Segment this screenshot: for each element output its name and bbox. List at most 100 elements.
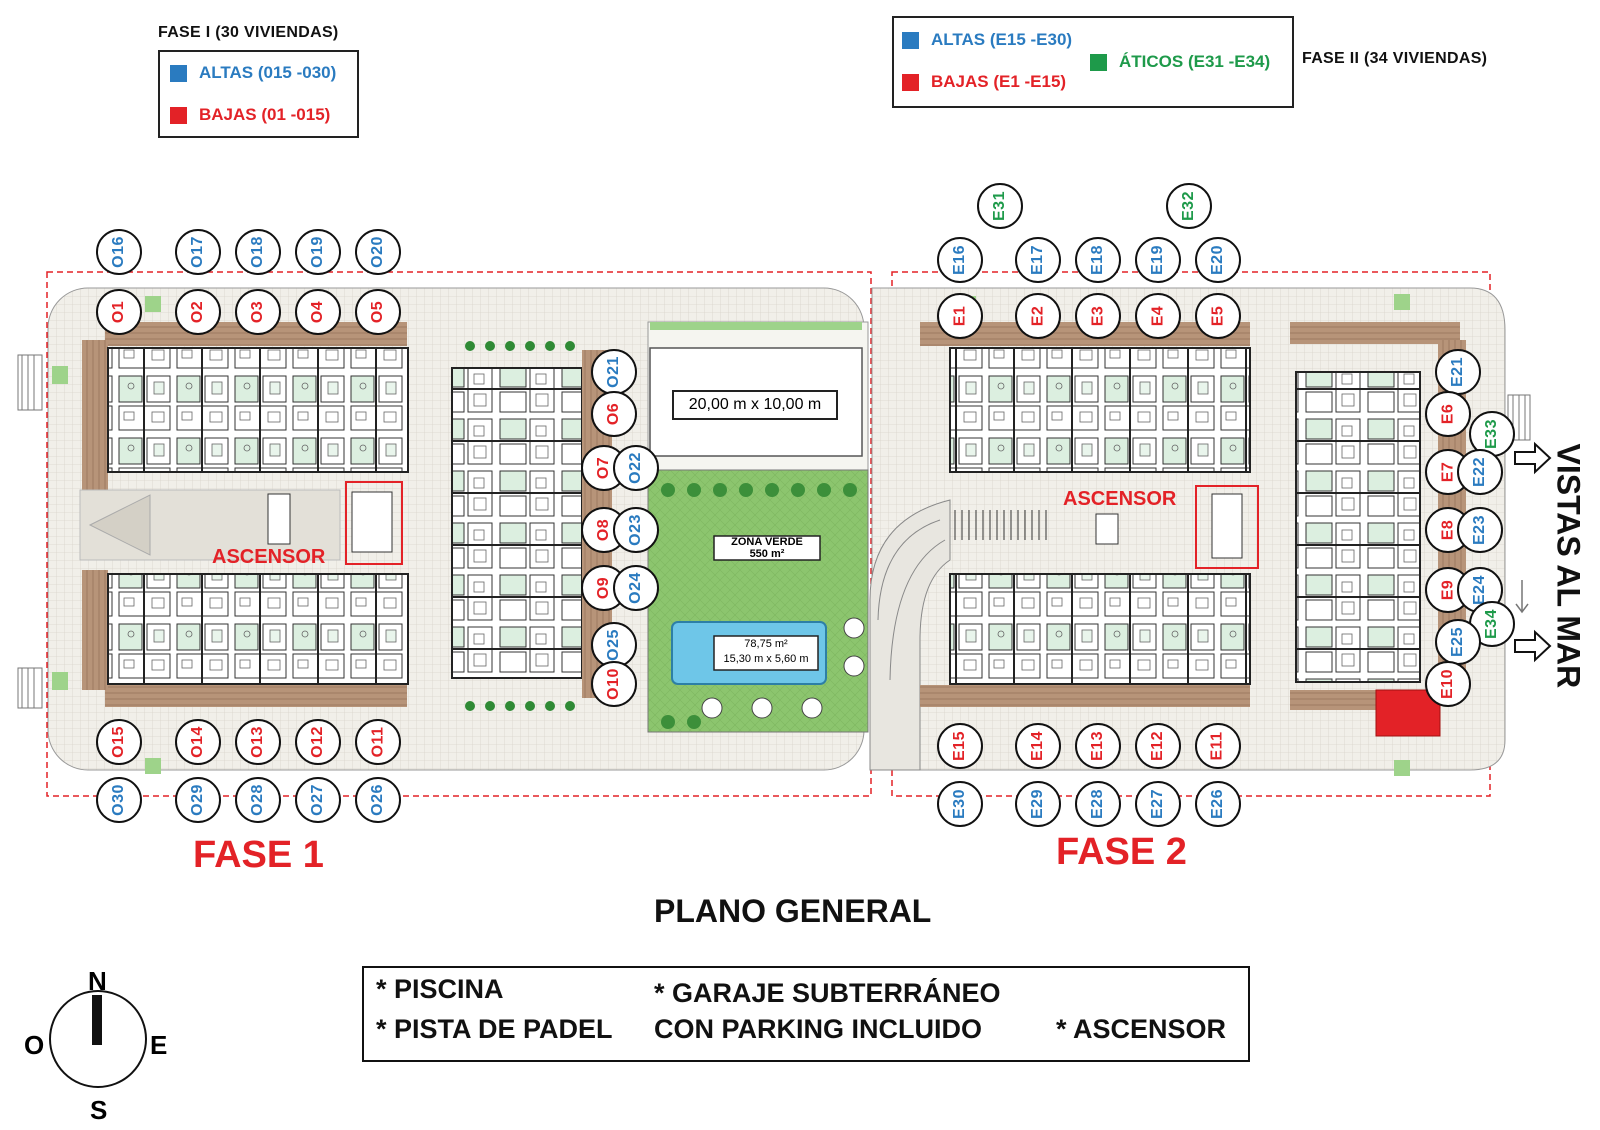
unit-marker: E15 (937, 723, 983, 769)
zona-verde-label: ZONA VERDE 550 m² (714, 536, 820, 560)
amenity-piscina: * PISCINA (376, 974, 504, 1004)
bajas-swatch (170, 106, 187, 124)
unit-label: O8 (595, 518, 612, 542)
unit-label: O6 (605, 402, 622, 426)
unit-marker: E23 (1457, 507, 1503, 553)
unit-marker: E1 (937, 293, 983, 339)
zona-verde-area: 550 m² (749, 548, 785, 560)
unit-label: O27 (309, 784, 326, 816)
unit-marker: E28 (1075, 781, 1121, 827)
unit-marker: O1 (96, 289, 142, 335)
unit-label: O18 (249, 236, 266, 268)
unit-label: O23 (627, 514, 644, 546)
unit-marker: E4 (1135, 293, 1181, 339)
unit-label: O24 (627, 572, 644, 604)
unit-label: E7 (1438, 461, 1456, 483)
unit-marker: E17 (1015, 237, 1061, 283)
garden-area (647, 321, 869, 733)
unit-label: O21 (605, 356, 622, 388)
unit-label: E33 (1483, 419, 1500, 449)
legend-label: ALTAS (E15 -E30) (931, 30, 1073, 49)
unit-label: O5 (369, 300, 386, 324)
unit-marker: O3 (235, 289, 281, 335)
amenity-garaje: * GARAJE SUBTERRÁNEO (654, 978, 1001, 1008)
bajas-swatch (902, 73, 919, 91)
phase2-site (869, 287, 1531, 776)
unit-label: O17 (189, 236, 206, 268)
aticos-swatch (1090, 53, 1107, 71)
block-e-north (949, 347, 1251, 473)
altas-swatch (902, 31, 919, 49)
piscina-dims: 15,30 m x 5,60 m (723, 653, 809, 665)
amenity-padel: * PISTA DE PADEL (376, 1014, 613, 1044)
unit-label: O12 (309, 726, 326, 758)
legend-label: BAJAS (E1 -E15) (931, 72, 1067, 91)
block-o-east (451, 367, 583, 679)
legend-label: ÁTICOS (E31 -E34) (1119, 52, 1271, 71)
compass-e: E (150, 1030, 168, 1060)
unit-label: E31 (991, 191, 1008, 221)
amenities-box: * PISCINA * PISTA DE PADEL * GARAJE SUBT… (362, 966, 1250, 1062)
unit-marker: O12 (295, 719, 341, 765)
amenity-ascensor: * ASCENSOR (1056, 1014, 1227, 1044)
unit-marker: O21 (591, 349, 637, 395)
unit-label: E5 (1208, 305, 1226, 327)
unit-marker: E27 (1135, 781, 1181, 827)
unit-marker: E19 (1135, 237, 1181, 283)
green-zone (647, 469, 869, 733)
arrow-icon (1514, 441, 1552, 663)
unit-label: E13 (1089, 731, 1106, 761)
unit-marker: E21 (1435, 349, 1481, 395)
unit-label: E27 (1149, 789, 1166, 819)
legend-item-bajas-e: BAJAS (E1 -E15) (902, 72, 1066, 92)
unit-marker: O22 (613, 445, 659, 491)
amenity-parking: CON PARKING INCLUIDO (654, 1014, 982, 1044)
altas-swatch (170, 64, 187, 82)
block-e-east (1295, 371, 1421, 683)
unit-label: E18 (1089, 245, 1106, 275)
unit-marker: O30 (96, 777, 142, 823)
compass-o: O (24, 1030, 45, 1060)
unit-marker: O28 (235, 777, 281, 823)
unit-label: O15 (110, 726, 127, 758)
unit-label: E16 (951, 245, 968, 275)
unit-marker: O29 (175, 777, 221, 823)
unit-marker: E16 (937, 237, 983, 283)
unit-marker: E5 (1195, 293, 1241, 339)
unit-marker: O27 (295, 777, 341, 823)
fase2-label: FASE 2 (1056, 831, 1187, 873)
unit-label: E32 (1180, 191, 1197, 221)
legend-item-bajas: BAJAS (01 -015) (170, 105, 330, 125)
unit-label: E22 (1471, 457, 1488, 487)
unit-marker: E34 (1469, 601, 1515, 647)
legend-phase1 (158, 50, 359, 138)
unit-label: E2 (1028, 305, 1046, 327)
unit-label: E30 (951, 789, 968, 819)
ascensor-label-2: ASCENSOR (1063, 488, 1177, 510)
compass-s: S (90, 1095, 108, 1125)
compass-icon (49, 990, 147, 1088)
unit-marker: O2 (175, 289, 221, 335)
unit-label: E15 (951, 731, 968, 761)
unit-label: O14 (189, 726, 206, 758)
unit-label: E23 (1471, 515, 1488, 545)
unit-label: E6 (1438, 403, 1456, 425)
unit-label: O16 (110, 236, 127, 268)
unit-label: E21 (1449, 357, 1466, 387)
unit-label: O7 (595, 456, 612, 480)
legend-label: BAJAS (01 -015) (199, 105, 331, 124)
unit-marker: E6 (1425, 391, 1471, 437)
unit-label: O28 (249, 784, 266, 816)
unit-label: E29 (1029, 789, 1046, 819)
unit-marker: E30 (937, 781, 983, 827)
unit-marker: O4 (295, 289, 341, 335)
unit-marker: E29 (1015, 781, 1061, 827)
unit-marker: O19 (295, 229, 341, 275)
unit-marker: O15 (96, 719, 142, 765)
unit-marker: O20 (355, 229, 401, 275)
unit-marker: O17 (175, 229, 221, 275)
unit-marker: O16 (96, 229, 142, 275)
unit-label: O4 (309, 300, 326, 324)
unit-marker: O10 (591, 661, 637, 707)
unit-label: O22 (627, 452, 644, 484)
